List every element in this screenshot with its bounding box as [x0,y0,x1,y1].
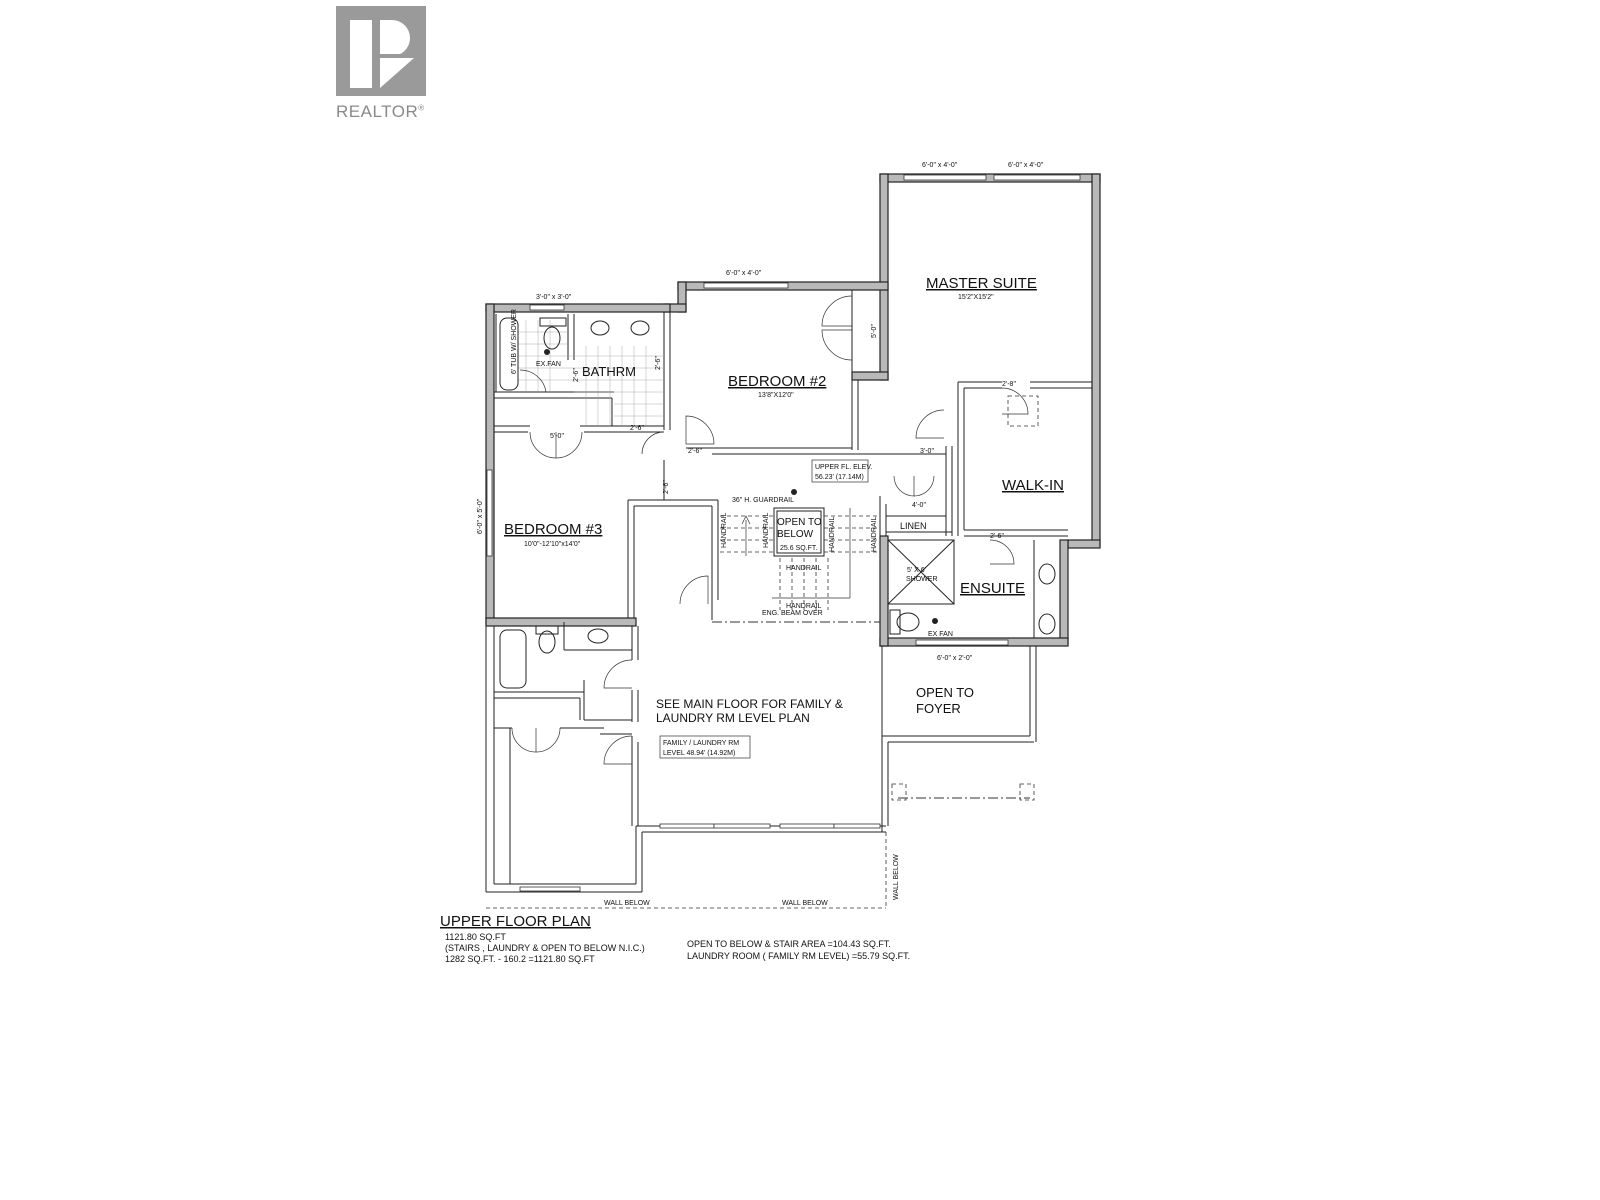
door-label: 4'-0" [912,502,926,509]
exhaust-fan-icon [544,349,550,355]
room-name-bedroom-3: BEDROOM #3 [504,521,602,538]
ensuite-fan-label: EX FAN [928,631,953,638]
area-calc: 1282 SQ.FT. - 160.2 =1121.80 SQ.FT [445,954,595,964]
plan-summary: UPPER FLOOR PLAN 1121.80 SQ.FT (STAIRS ,… [440,913,910,964]
door-label: 2'-6" [630,425,644,432]
open-to-below-line1: OPEN TO [777,517,822,528]
sink-icon [587,628,609,644]
door-label: 5'-0" [550,433,564,440]
window-label: 6'-0" x 2'-0" [937,655,973,662]
toilet-icon [543,326,561,350]
bathroom-tile [518,320,664,426]
window-label: 3'-0" x 3'-0" [536,294,572,301]
wall-below-label: WALL BELOW [604,900,650,907]
plan-title: UPPER FLOOR PLAN [440,913,591,930]
room-name-walk-in: WALK-IN [1002,477,1064,494]
sink-icon [1038,613,1056,635]
open-to-foyer-line2: FOYER [916,701,961,716]
upper-elev-line1: UPPER FL. ELEV. [815,464,872,471]
handrail-label: HANDRAIL [721,512,728,548]
door-swings [511,295,1029,765]
exhaust-fan-icon [932,618,938,624]
toilet-tank-icon [889,609,901,635]
family-note-line2: LAUNDRY RM LEVEL PLAN [656,711,810,725]
realtor-logo: REALTOR® [336,6,428,124]
wall-below-lines [486,832,887,909]
window-label: 6'-0" x 5'-0" [477,498,484,534]
handrail-label: HANDRAIL [763,512,770,548]
staircase [720,507,880,610]
bath-fan-label: EX.FAN [536,361,561,368]
nic-note: (STAIRS , LAUNDRY & OPEN TO BELOW N.I.C.… [445,943,645,953]
tub-icon [499,629,527,689]
shower-size-label: 5' X 6' [907,567,926,574]
door-label: 2'-6" [573,368,580,382]
wall-below-label: WALL BELOW [782,900,828,907]
room-name-master-suite: MASTER SUITE [926,275,1037,292]
door-label: 2'-6" [688,448,702,455]
toilet-tank-icon [535,625,559,635]
open-to-below-line2: BELOW [777,529,814,540]
door-label: 2'-6" [655,356,662,370]
labels: 6'-0" x 4'-0" 6'-0" x 4'-0" 6'-0" x 4'-0… [477,162,1064,907]
room-name-bedroom-2: BEDROOM #2 [728,373,826,390]
door-label: 3'-0" [920,448,934,455]
guardrail-label: 36" H. GUARDRAIL [732,497,794,504]
sink-icon [590,320,610,336]
open-to-below-area: 25.6 SQ.FT. [780,545,817,552]
tub-icon [499,317,519,391]
smoke-detector-icon [791,489,797,495]
beam-lines [712,621,1035,801]
open-to-foyer-line1: OPEN TO [916,685,974,700]
fixtures [499,317,1056,689]
room-size-master-suite: 15'2"X15'2" [958,294,994,301]
room-size-bedroom-2: 13'8"X12'0" [758,392,794,399]
wall-below-label: WALL BELOW [893,854,900,900]
door-label: 2'-6" [990,533,1004,540]
lower-windows [519,823,881,892]
room-name-ensuite: ENSUITE [960,580,1025,597]
room-name-linen: LINEN [900,521,927,531]
realtor-r-icon [336,6,426,96]
realtor-wordmark: REALTOR® [336,102,425,121]
window-label: 6'-0" x 4'-0" [1008,162,1044,169]
door-label: 2'-8" [1002,381,1016,388]
door-label: 2'-6" [663,480,670,494]
window-label: 6'-0" x 4'-0" [922,162,958,169]
toilet-icon [538,630,556,654]
shower-label: SHOWER [906,576,938,583]
windows [486,174,1081,646]
handrail-label: HANDRAIL [786,603,822,610]
attic-hatch-icon [1007,395,1039,427]
toilet-icon [896,612,920,632]
sink-icon [630,320,650,336]
laundry-area: LAUNDRY ROOM ( FAMILY RM LEVEL) =55.79 S… [687,951,910,961]
beam-label: ENG. BEAM OVER [762,610,823,617]
open-stair-area: OPEN TO BELOW & STAIR AREA =104.43 SQ.FT… [687,939,891,949]
toilet-tank-icon [539,317,567,327]
window-label: 6'-0" x 4'-0" [726,270,762,277]
family-level-line2: LEVEL 48.94' (14.92M) [663,750,735,757]
upper-elev-line2: 56.23' (17.14M) [815,474,864,481]
family-note-line1: SEE MAIN FLOOR FOR FAMILY & [656,697,843,711]
family-level-line1: FAMILY / LAUNDRY RM [663,740,739,747]
total-area: 1121.80 SQ.FT [445,932,506,942]
tub-label: 6' TUB W/ SHOWER [511,309,518,374]
handrail-label: HANDRAIL [829,516,836,552]
interior-walls [485,290,1092,893]
door-label: 5'-0" [871,324,878,338]
room-name-bathroom: BATHRM [582,364,636,379]
sink-icon [1038,563,1056,585]
room-size-bedroom-3: 10'0"-12'10"x14'0" [524,541,581,548]
handrail-label: HANDRAIL [871,516,878,552]
handrail-label: HANDRAIL [786,565,822,572]
